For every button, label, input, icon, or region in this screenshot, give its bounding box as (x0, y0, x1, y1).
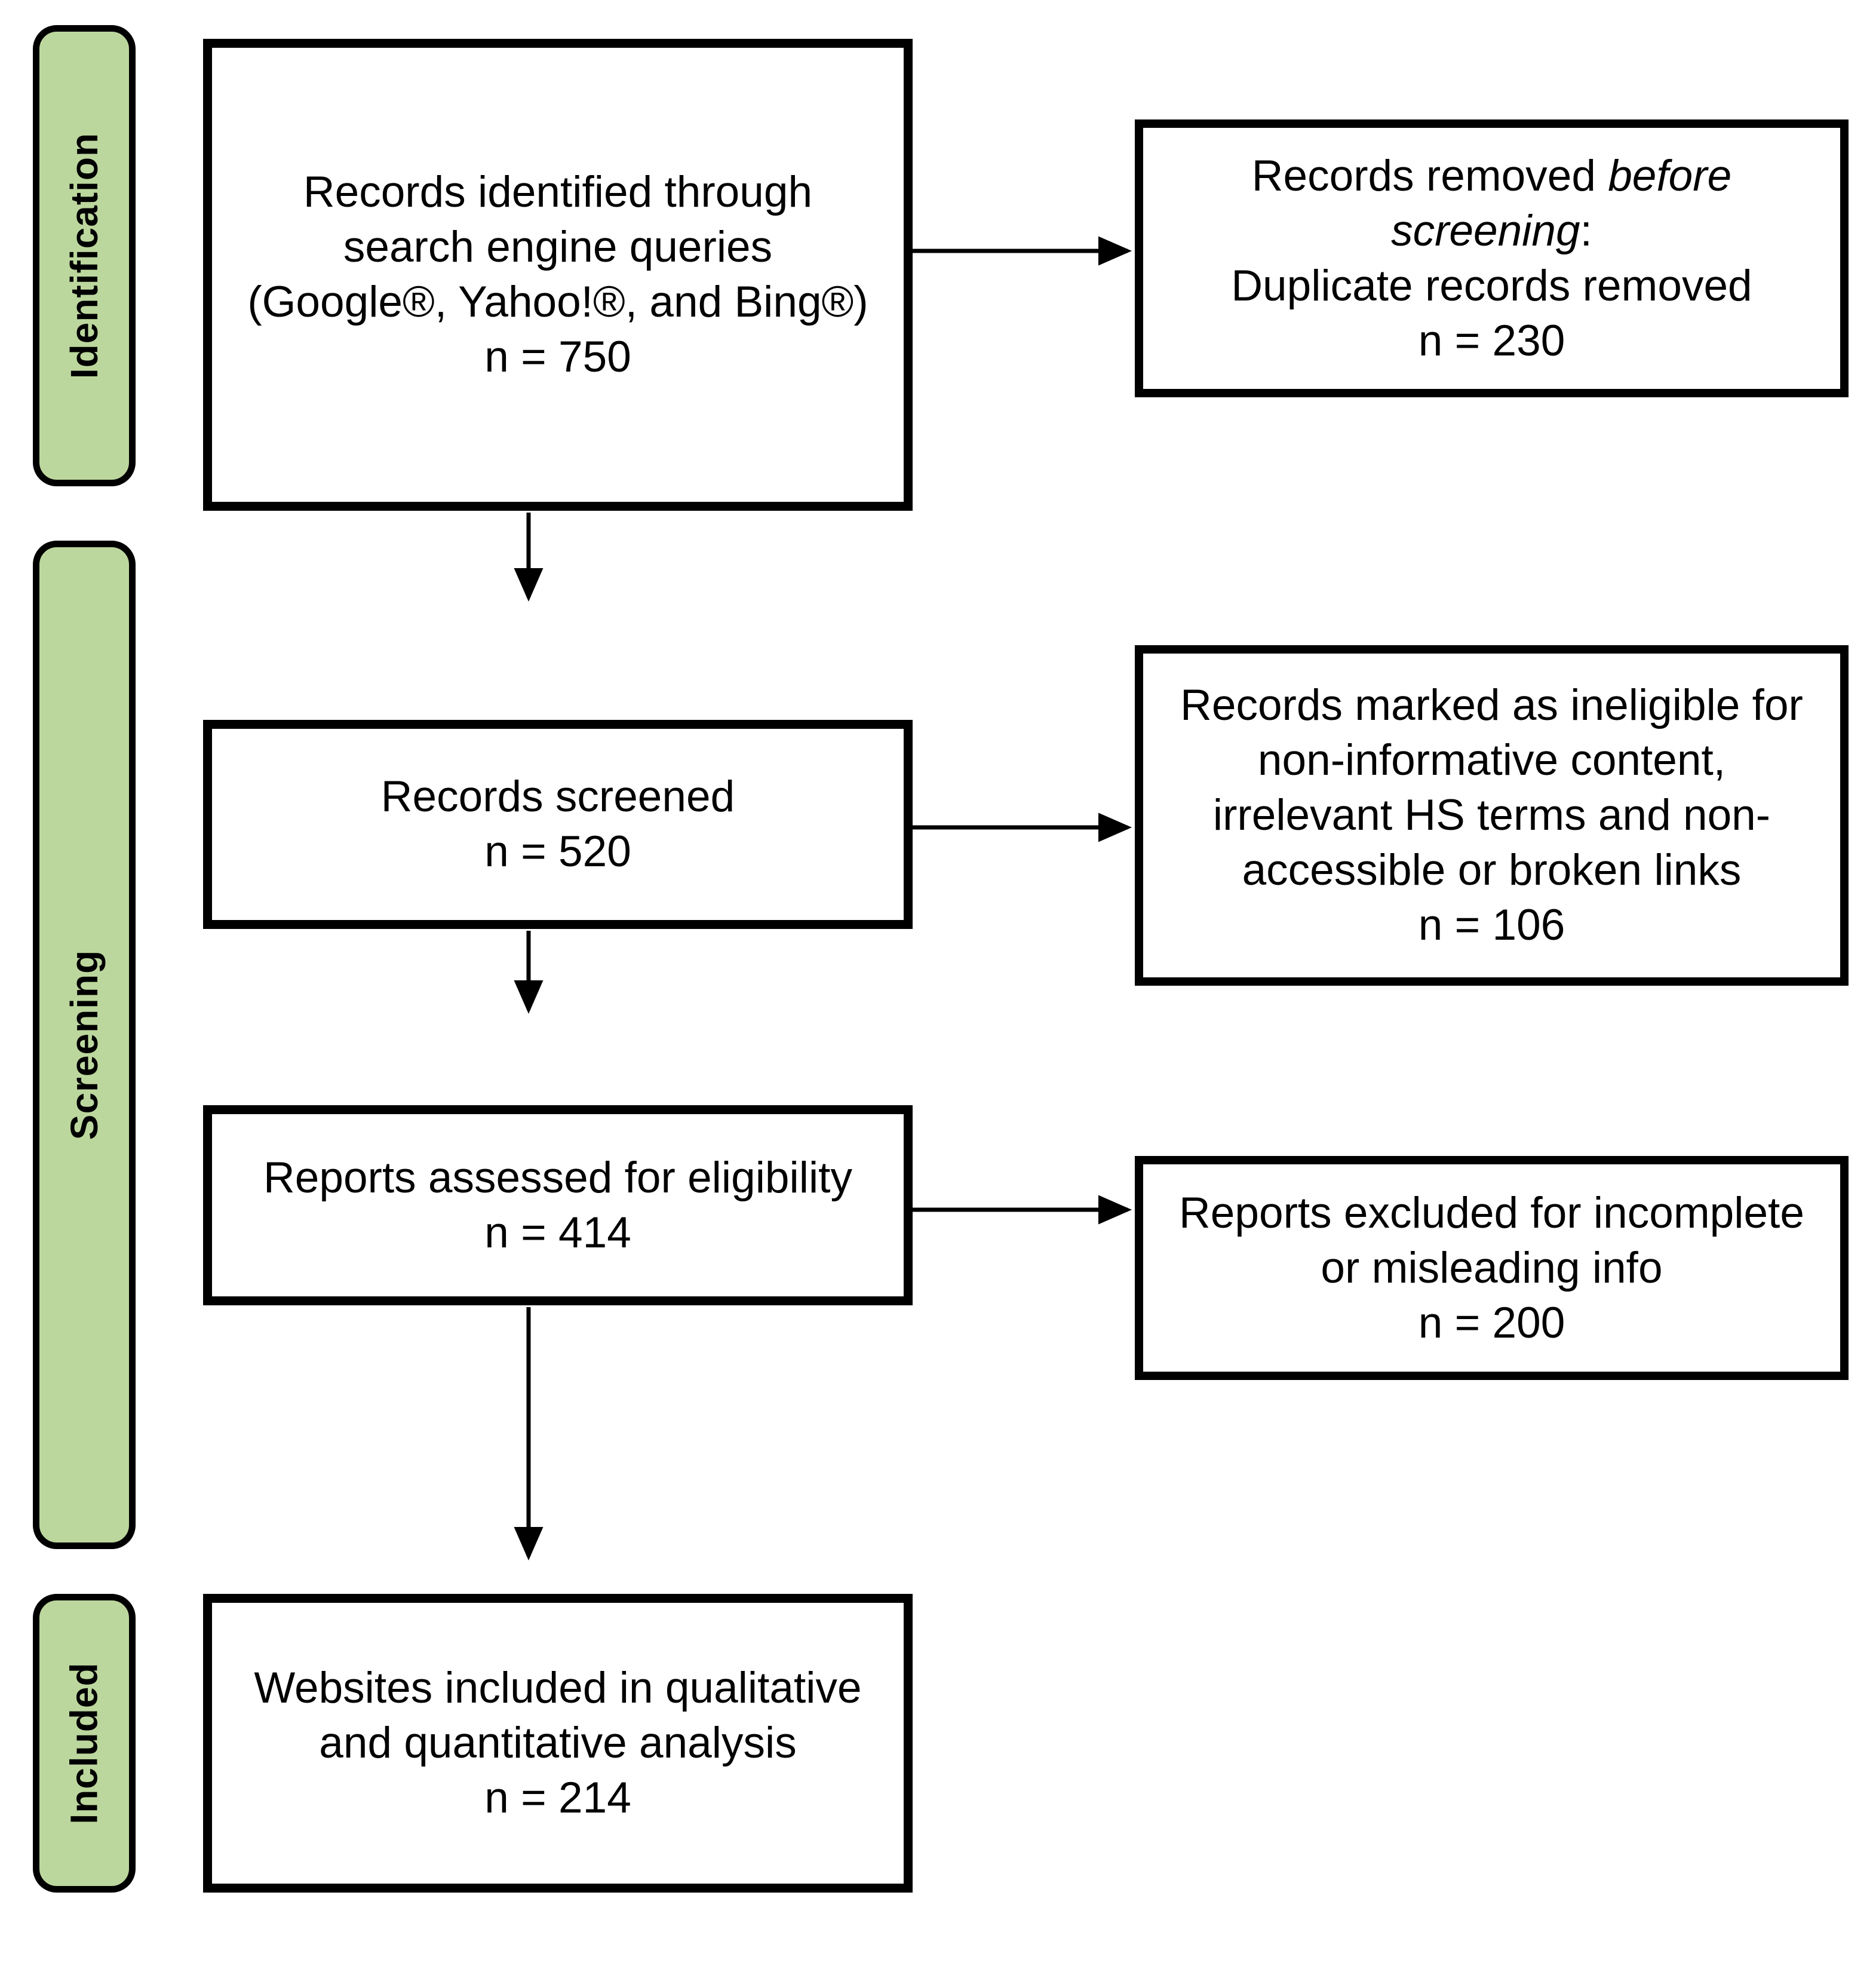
box-line: Duplicate records removed (1231, 261, 1752, 310)
stage-label-identification: Identification (63, 132, 106, 379)
stage-label-screening: Screening (63, 949, 106, 1140)
box-line: (Google®, Yahoo!®, and Bing®) (247, 278, 868, 326)
box-count: n = 520 (484, 827, 631, 876)
stage-bar-screening: Screening (33, 541, 136, 1549)
box-line: Records removed before screening: (1170, 149, 1813, 259)
stage-bar-identification: Identification (33, 25, 136, 486)
box-line: Records identified through (303, 168, 813, 216)
box-line: accessible or broken links (1242, 846, 1742, 894)
box-line: irrelevant HS terms and non- (1212, 791, 1771, 839)
box-count: n = 414 (484, 1208, 631, 1257)
box-line: or misleading info (1321, 1243, 1663, 1292)
box-line: Reports excluded for incomplete (1179, 1188, 1804, 1237)
box-count: n = 200 (1418, 1298, 1565, 1347)
box-count: n = 230 (1418, 316, 1565, 365)
box-line: non-informative content, (1257, 736, 1726, 784)
box-reports-excluded: Reports excluded for incomplete or misle… (1135, 1156, 1849, 1380)
box-count: n = 106 (1418, 901, 1565, 949)
box-records-removed-before-screening: Records removed before screening: Duplic… (1135, 119, 1849, 397)
box-records-screened: Records screened n = 520 (203, 720, 913, 929)
box-line: Websites included in qualitative (254, 1664, 862, 1712)
box-line: Records screened (380, 772, 735, 821)
box-records-identified: Records identified through search engine… (203, 39, 913, 511)
box-websites-included: Websites included in qualitative and qua… (203, 1594, 913, 1893)
box-line: and quantitative analysis (319, 1719, 797, 1767)
box-records-ineligible: Records marked as ineligible for non-inf… (1135, 645, 1849, 986)
box-line: Records marked as ineligible for (1180, 681, 1803, 729)
box-line-part: Records removed (1251, 151, 1608, 200)
box-line-italic: before screening (1391, 151, 1732, 255)
box-line: Reports assessed for eligibility (263, 1153, 852, 1202)
box-line-part: : (1580, 206, 1592, 255)
box-reports-assessed: Reports assessed for eligibility n = 414 (203, 1105, 913, 1305)
stage-bar-included: Included (33, 1594, 136, 1893)
box-count: n = 214 (484, 1774, 631, 1822)
stage-label-included: Included (63, 1662, 106, 1824)
box-count: n = 750 (484, 333, 631, 381)
box-line: search engine queries (343, 223, 773, 271)
